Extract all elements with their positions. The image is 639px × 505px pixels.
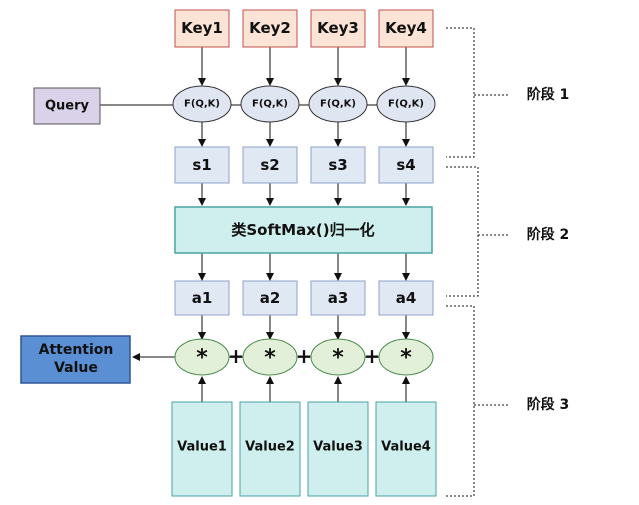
score-box — [378, 146, 434, 184]
multiply-symbol: * — [400, 346, 412, 371]
stage-1-bracket — [446, 27, 475, 158]
multiply-node — [174, 338, 230, 376]
key-label: Key1 — [181, 19, 223, 37]
score-box — [174, 146, 230, 184]
weight-box — [174, 280, 230, 316]
multiply-node — [378, 338, 434, 376]
attention-value-label-line2: Value — [54, 360, 98, 376]
score-label: s2 — [260, 156, 279, 174]
plus-symbol: + — [364, 344, 381, 368]
plus-symbol: + — [228, 344, 245, 368]
value-label: Value3 — [313, 440, 363, 455]
query-label: Query — [45, 99, 90, 114]
stage-label: 阶段 3 — [527, 396, 570, 413]
score-label: s3 — [328, 156, 347, 174]
score-box — [310, 146, 366, 184]
func-node — [172, 85, 232, 123]
stage-3-bracket — [446, 305, 475, 497]
weight-label: a2 — [260, 289, 281, 307]
key-label: Key2 — [249, 19, 291, 37]
weight-box — [310, 280, 366, 316]
weight-label: a3 — [328, 289, 349, 307]
multiply-symbol: * — [196, 346, 208, 371]
multiply-symbol: * — [264, 346, 276, 371]
attention-value-label-line1: Attention — [39, 342, 114, 358]
key-box — [378, 9, 434, 48]
stage-2-bracket — [446, 166, 479, 297]
value-label: Value1 — [177, 440, 227, 455]
func-node — [376, 85, 436, 123]
connectors — [100, 27, 510, 497]
score-label: s4 — [396, 156, 415, 174]
func-label: F(Q,K) — [320, 99, 356, 110]
weight-label: a4 — [396, 289, 417, 307]
value-label: Value2 — [245, 440, 295, 455]
score-box — [242, 146, 298, 184]
stage-label: 阶段 2 — [527, 226, 570, 243]
func-label: F(Q,K) — [388, 99, 424, 110]
func-label: F(Q,K) — [252, 99, 288, 110]
query-box — [33, 87, 101, 125]
key-label: Key4 — [385, 19, 427, 37]
softmax-label: 类SoftMax()归一化 — [231, 221, 374, 239]
value-box — [171, 401, 233, 497]
softmax-box — [174, 206, 433, 254]
weight-box — [242, 280, 298, 316]
weight-label: a1 — [192, 289, 213, 307]
func-node — [240, 85, 300, 123]
score-label: s1 — [192, 156, 211, 174]
key-box — [242, 9, 298, 48]
weight-box — [378, 280, 434, 316]
multiply-node — [242, 338, 298, 376]
multiply-symbol: * — [332, 346, 344, 371]
func-node — [308, 85, 368, 123]
value-box — [239, 401, 301, 497]
key-box — [310, 9, 366, 48]
attention-value-box — [20, 335, 131, 384]
stage-label: 阶段 1 — [527, 86, 570, 103]
value-box — [375, 401, 437, 497]
func-label: F(Q,K) — [184, 99, 220, 110]
key-box — [174, 9, 230, 48]
plus-symbol: + — [296, 344, 313, 368]
key-label: Key3 — [317, 19, 359, 37]
value-label: Value4 — [381, 440, 431, 455]
value-box — [307, 401, 369, 497]
multiply-node — [310, 338, 366, 376]
